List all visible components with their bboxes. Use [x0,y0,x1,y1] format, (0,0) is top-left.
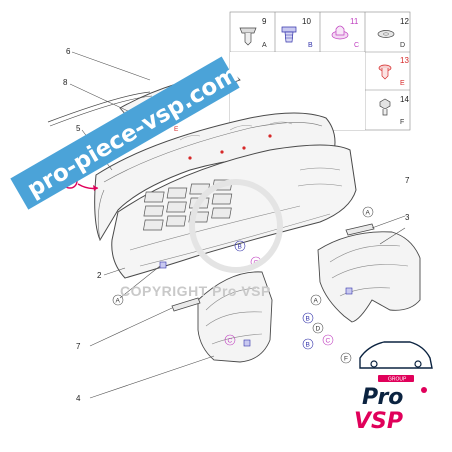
letter-a: A [112,294,124,306]
svg-text:A: A [366,210,371,217]
right-small-bracket [345,223,375,236]
callout-7-upper: 7 [405,176,410,185]
left-bracket [197,271,273,363]
callout-8: 8 [63,78,68,87]
callout-3: 3 [405,213,410,222]
legend-number: 11 [350,17,359,26]
legend-number: 12 [400,17,409,26]
callout-6: 6 [66,47,71,56]
svg-text:E: E [174,126,179,133]
legend-cell-12: 12 D [377,17,409,49]
letter-a: A [310,294,322,306]
letter-d: D [312,322,324,334]
letter-c: C [224,334,236,346]
callout-4: 4 [76,394,81,403]
callout-2: 2 [97,271,102,280]
legend-letter: B [308,42,313,49]
legend-cell-11: 11 C [331,17,359,49]
leader-lines [69,51,406,399]
svg-text:A: A [314,298,319,305]
legend-number: 10 [302,17,311,26]
push-clip-icon [239,27,257,46]
letter-c: C [322,334,334,346]
left-small-bracket [171,297,201,312]
letter-b: B [302,312,314,324]
copyright-watermark: COPYRIGHT Pro VSP [120,179,283,299]
svg-text:C: C [228,338,233,345]
provsp-logo: GROUP Pro VSP [354,341,433,434]
svg-text:B: B [306,316,310,323]
rivet-clip-icon [378,64,392,80]
svg-text:A: A [116,298,121,305]
legend-cell-10: 10 B [281,17,313,49]
logo-word-bottom: VSP [354,409,403,434]
legend-letter: E [400,80,405,87]
letter-e: E [174,126,179,133]
legend-cell-9: 9 A [239,17,267,49]
svg-text:C: C [326,338,331,345]
trim-line [47,91,153,127]
letter-f: F [340,352,352,364]
screw-clip-icon [281,26,297,43]
logo-tag: GROUP [388,377,407,383]
svg-text:D: D [316,326,321,333]
legend-letter: A [262,42,267,49]
washer-icon [377,30,395,38]
round-clip-icon [331,25,349,40]
red-clip-markers [188,134,272,160]
legend-letter: C [354,42,359,49]
legend-number: 14 [400,95,409,104]
svg-text:B: B [306,342,310,349]
callout-7-lower: 7 [76,342,81,351]
fastener-legend: 9 A 10 B 11 C [229,11,411,131]
logo-word-top: Pro [362,385,403,410]
legend-cell-13: 13 E [378,56,409,87]
letter-b: B [234,240,246,252]
svg-text:B: B [238,244,242,251]
callout-5: 5 [76,124,81,133]
legend-letter: D [400,42,405,49]
right-bracket [317,231,421,323]
legend-letter: F [400,119,404,126]
letter-a: A [362,206,374,218]
legend-cell-14: 14 F [379,95,409,126]
svg-text:F: F [344,356,348,363]
legend-number: 9 [262,17,267,26]
bolt-icon [379,98,391,116]
letter-b: B [302,338,314,350]
legend-number: 13 [400,56,409,65]
svg-text:COPYRIGHT Pro VSP: COPYRIGHT Pro VSP [120,283,271,299]
